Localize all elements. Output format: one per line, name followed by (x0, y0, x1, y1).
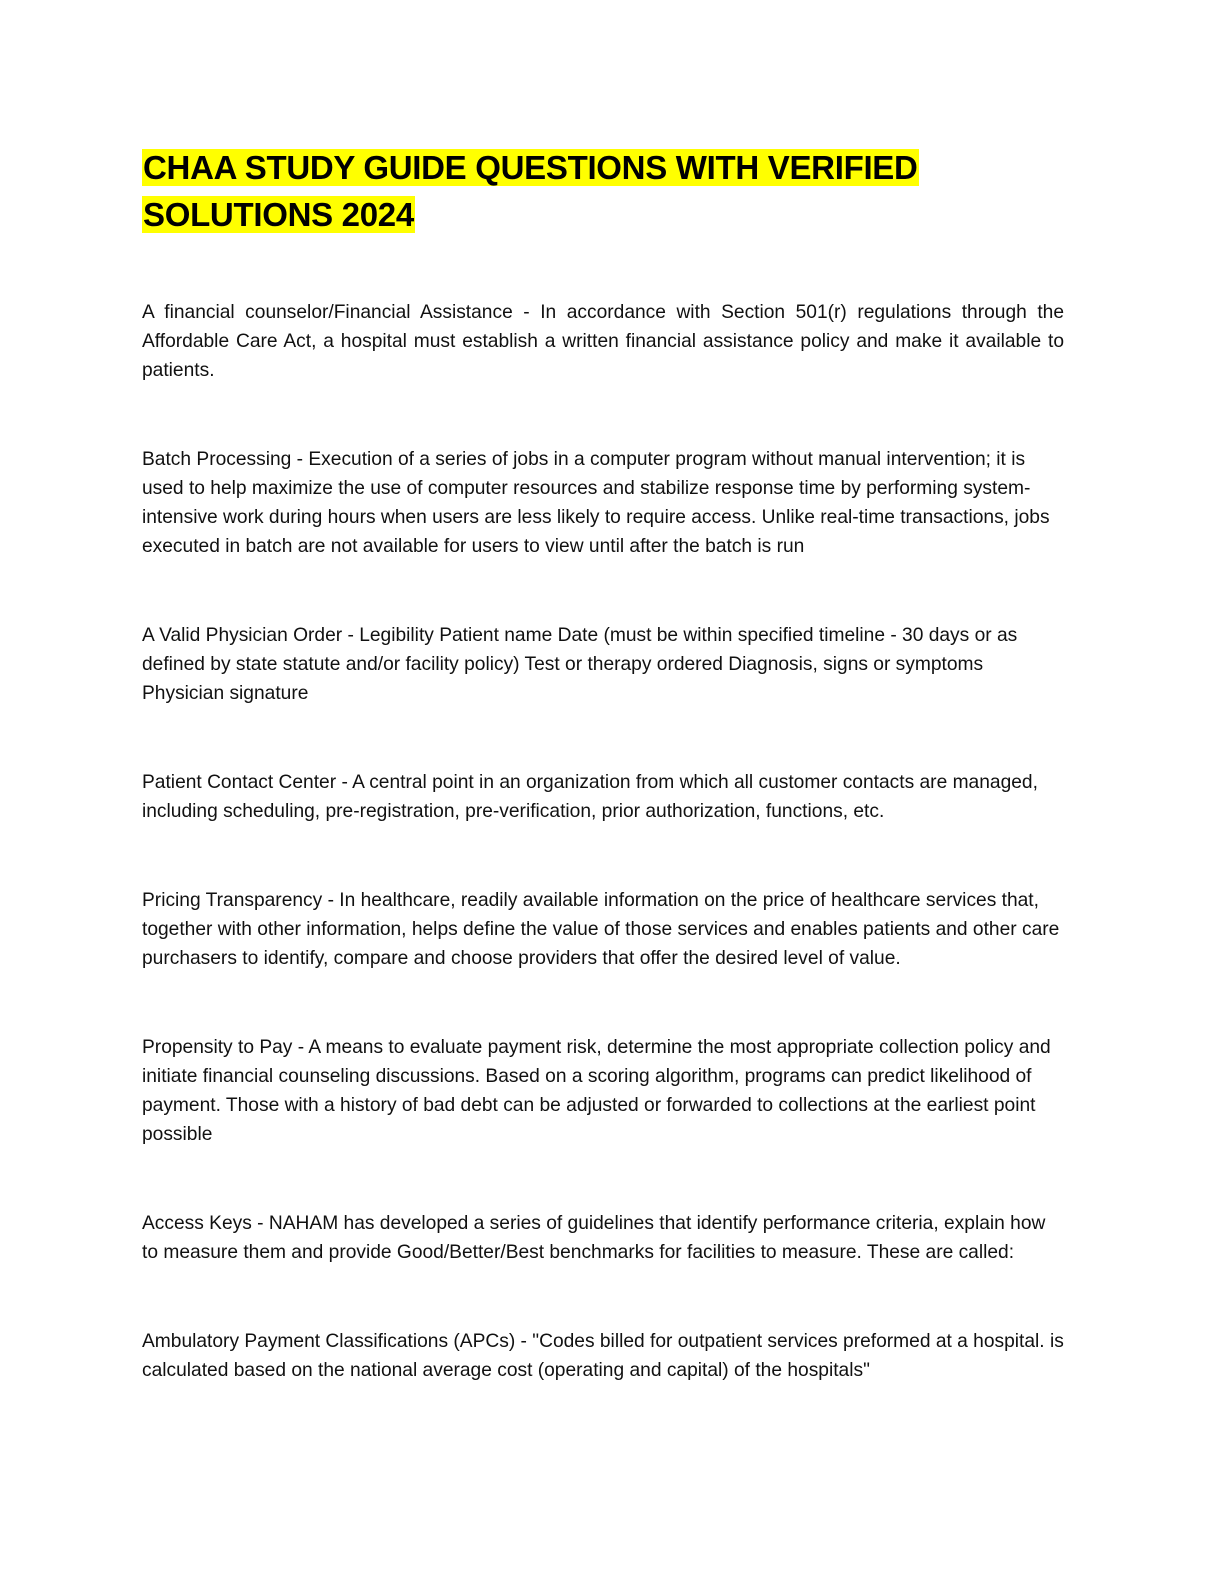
document-page: CHAA STUDY GUIDE QUESTIONS WITH VERIFIED… (142, 144, 1064, 1445)
entry-definition: In accordance with Section 501(r) regula… (142, 302, 1064, 381)
document-title: CHAA STUDY GUIDE QUESTIONS WITH VERIFIED… (142, 144, 1064, 238)
entry-definition: In healthcare, readily available informa… (142, 890, 1060, 969)
title-line-2: SOLUTIONS 2024 (142, 196, 415, 233)
entry-valid-physician-order: A Valid Physician OrderLegibility Patien… (142, 621, 1064, 708)
entry-term: Ambulatory Payment Classifications (APCs… (142, 1331, 532, 1352)
entry-term: Patient Contact Center (142, 772, 352, 793)
entry-financial-counselor: A financial counselor/Financial Assistan… (142, 298, 1064, 385)
entry-definition: Legibility Patient name Date (must be wi… (142, 625, 1018, 704)
entry-ambulatory-payment-classifications: Ambulatory Payment Classifications (APCs… (142, 1327, 1064, 1385)
title-line-1: CHAA STUDY GUIDE QUESTIONS WITH VERIFIED (142, 149, 919, 186)
entry-definition: A central point in an organization from … (142, 772, 1038, 822)
entry-term: Pricing Transparency (142, 890, 339, 911)
entry-definition: Execution of a series of jobs in a compu… (142, 449, 1050, 557)
entry-definition: NAHAM has developed a series of guidelin… (142, 1213, 1046, 1263)
entry-term: A Valid Physician Order (142, 625, 359, 646)
entry-batch-processing: Batch ProcessingExecution of a series of… (142, 445, 1064, 561)
entry-term: A financial counselor/Financial Assistan… (142, 302, 540, 323)
entry-propensity-to-pay: Propensity to PayA means to evaluate pay… (142, 1033, 1064, 1149)
entry-term: Access Keys (142, 1213, 269, 1234)
entry-patient-contact-center: Patient Contact CenterA central point in… (142, 768, 1064, 826)
entry-access-keys: Access KeysNAHAM has developed a series … (142, 1209, 1064, 1267)
entry-pricing-transparency: Pricing TransparencyIn healthcare, readi… (142, 886, 1064, 973)
entry-definition: A means to evaluate payment risk, determ… (142, 1037, 1051, 1145)
entry-term: Propensity to Pay (142, 1037, 308, 1058)
study-entries: A financial counselor/Financial Assistan… (142, 298, 1064, 1385)
entry-definition: "Codes billed for outpatient services pr… (142, 1331, 1064, 1381)
entry-term: Batch Processing (142, 449, 308, 470)
